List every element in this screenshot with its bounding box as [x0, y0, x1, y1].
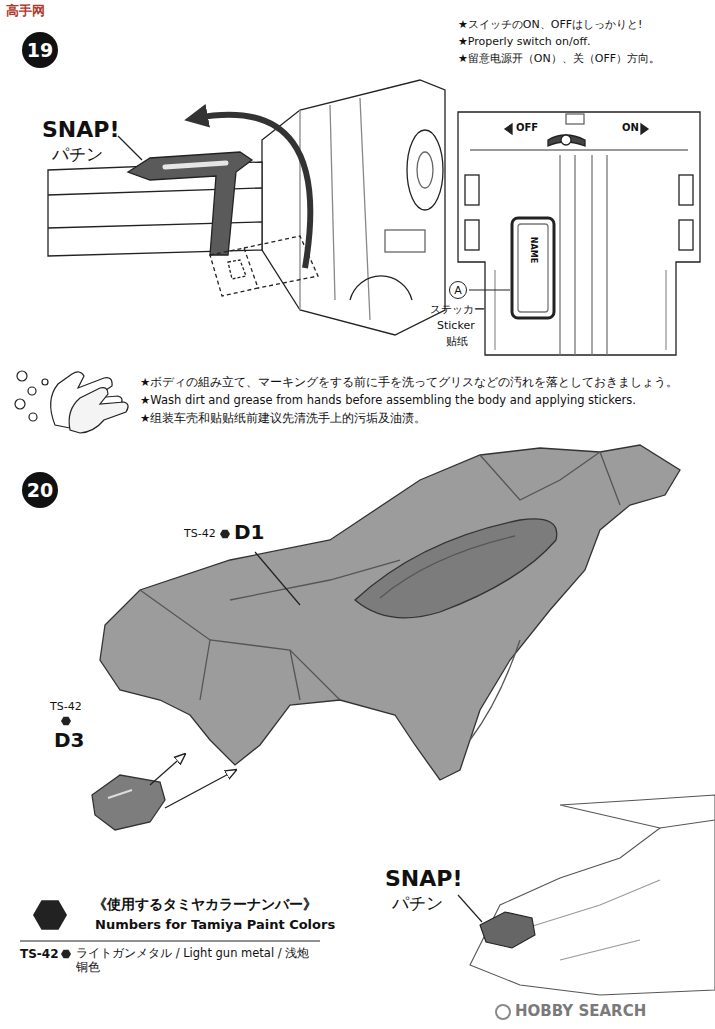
- leader-line: [118, 136, 142, 160]
- snap-label: パチン: [392, 893, 443, 913]
- leader-line: [255, 552, 300, 605]
- snap-label: パチン: [52, 144, 103, 164]
- sticker-text: NAME: [528, 237, 538, 263]
- insert-arrow: [150, 754, 185, 785]
- step-number-text: 19: [27, 41, 53, 60]
- car-body: [92, 445, 680, 830]
- paint-heading: Numbers for Tamiya Paint Colors: [95, 917, 335, 933]
- note: ★Properly switch on/off.: [458, 35, 590, 48]
- insert-arrow: [165, 770, 236, 808]
- part-number: D3: [54, 728, 85, 752]
- step-number: 20: [22, 472, 58, 508]
- snap-label: SNAP!: [385, 866, 462, 892]
- paint-code: TS-42: [50, 700, 82, 713]
- watermark: HOBBY SEARCH: [515, 1002, 646, 1020]
- part-number: D1: [234, 520, 265, 544]
- snap-label: SNAP!: [42, 117, 119, 143]
- body-inset: [470, 795, 715, 995]
- watermark: 高手网: [6, 3, 45, 19]
- hands-icon: [15, 371, 128, 433]
- step-number: 19: [22, 32, 58, 68]
- paint-code: TS-42: [20, 947, 59, 961]
- note: ★ボディの組み立て、マーキングをする前に手を洗ってグリスなどの汚れを落としておき…: [140, 376, 678, 390]
- rotation-arrow: [196, 115, 310, 268]
- paint-heading: 《使用するタミヤカラーナンバー》: [93, 896, 317, 913]
- switch-label: OFF: [516, 122, 538, 134]
- part-name: 贴纸: [446, 335, 468, 348]
- note: ★组装车壳和贴贴纸前建议先清洗手上的污垢及油渍。: [140, 412, 426, 426]
- switch-label: ON: [622, 122, 639, 134]
- paint-code: TS-42: [184, 527, 216, 540]
- paint-symbol: [61, 717, 71, 726]
- paint-symbol: [33, 900, 67, 929]
- callout-letter-text: A: [454, 285, 462, 296]
- part-name: ステッカー: [430, 303, 485, 316]
- note: ★留意电源开（ON）、关（OFF）方向。: [458, 52, 660, 65]
- rule-line: [20, 940, 320, 941]
- callout-letter: A: [449, 281, 467, 299]
- paint-name: ライトガンメタル / Light gun metal / 浅炮铜色: [76, 947, 316, 975]
- step-number-text: 20: [27, 481, 53, 500]
- watermark-icon: [496, 1005, 510, 1019]
- chassis-top-view: [458, 112, 700, 355]
- note: ★Wash dirt and grease from hands before …: [140, 394, 636, 408]
- note: ★スイッチのON、OFFはしっかりと!: [458, 18, 642, 31]
- paint-symbol: [220, 530, 230, 539]
- leader-line: [469, 289, 510, 290]
- part-name: Sticker: [437, 319, 475, 332]
- paint-symbol: [61, 950, 71, 959]
- leader-line: [458, 895, 482, 922]
